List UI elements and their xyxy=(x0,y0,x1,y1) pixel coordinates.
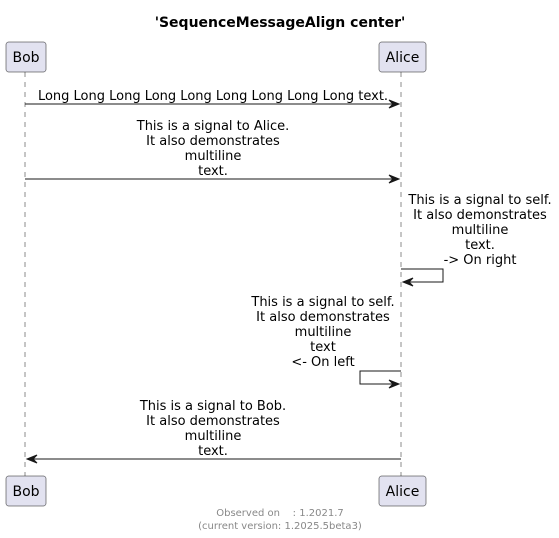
footer-version-current: (current version: 1.2025.5beta3) xyxy=(198,521,362,532)
footer-version-observed: Observed on : 1.2021.7 xyxy=(216,508,344,519)
message-5-text-line-4: text. xyxy=(198,444,228,459)
message-5-text-line-2: It also demonstrates xyxy=(146,414,280,429)
message-1-arrowhead xyxy=(388,99,401,109)
message-4-text-line-2: It also demonstrates xyxy=(256,310,390,325)
message-3-text-line-5: -> On right xyxy=(444,253,517,268)
message-5-text-line-3: multiline xyxy=(185,429,242,444)
message-3-text-line-1: This is a signal to self. xyxy=(407,193,551,208)
message-2: This is a signal to Alice. It also demon… xyxy=(25,119,401,184)
participant-bob-top[interactable]: Bob xyxy=(5,41,47,73)
participant-alice-bottom-label: Alice xyxy=(386,484,420,500)
participant-bob-bottom[interactable]: Bob xyxy=(5,475,47,507)
message-1-text-line-1: Long Long Long Long Long Long Long Long … xyxy=(38,89,388,104)
participant-alice-top[interactable]: Alice xyxy=(378,41,427,73)
message-2-arrowhead xyxy=(388,174,401,184)
message-4: This is a signal to self. It also demons… xyxy=(250,295,401,389)
message-2-text-line-3: multiline xyxy=(185,149,242,164)
message-4-arrow-line xyxy=(359,370,401,385)
participant-bob-bottom-label: Bob xyxy=(12,484,39,500)
message-3-text-line-2: It also demonstrates xyxy=(413,208,547,223)
message-3-text-line-3: multiline xyxy=(452,223,509,238)
message-4-text-line-1: This is a signal to self. xyxy=(250,295,394,310)
message-4-text-line-3: multiline xyxy=(295,325,352,340)
message-3-arrow-line xyxy=(401,268,444,283)
message-4-arrowhead xyxy=(388,379,401,389)
participant-bob-top-label: Bob xyxy=(12,50,39,66)
message-4-text-line-4: text xyxy=(310,340,336,355)
message-2-text-line-2: It also demonstrates xyxy=(146,134,280,149)
message-2-text-line-4: text. xyxy=(198,164,228,179)
diagram-title: 'SequenceMessageAlign center' xyxy=(155,15,406,31)
message-1: Long Long Long Long Long Long Long Long … xyxy=(25,89,401,109)
message-5: This is a signal to Bob. It also demonst… xyxy=(25,399,401,464)
message-5-text-line-1: This is a signal to Bob. xyxy=(139,399,286,414)
message-3: This is a signal to self. It also demons… xyxy=(401,193,552,287)
message-3-arrowhead xyxy=(401,277,414,287)
message-2-text-line-1: This is a signal to Alice. xyxy=(136,119,289,134)
participant-alice-top-label: Alice xyxy=(386,50,420,66)
message-4-text-line-5: <- On left xyxy=(291,355,354,370)
message-5-arrowhead xyxy=(25,454,38,464)
message-3-text-line-4: text. xyxy=(465,238,495,253)
participant-alice-bottom[interactable]: Alice xyxy=(378,475,427,507)
